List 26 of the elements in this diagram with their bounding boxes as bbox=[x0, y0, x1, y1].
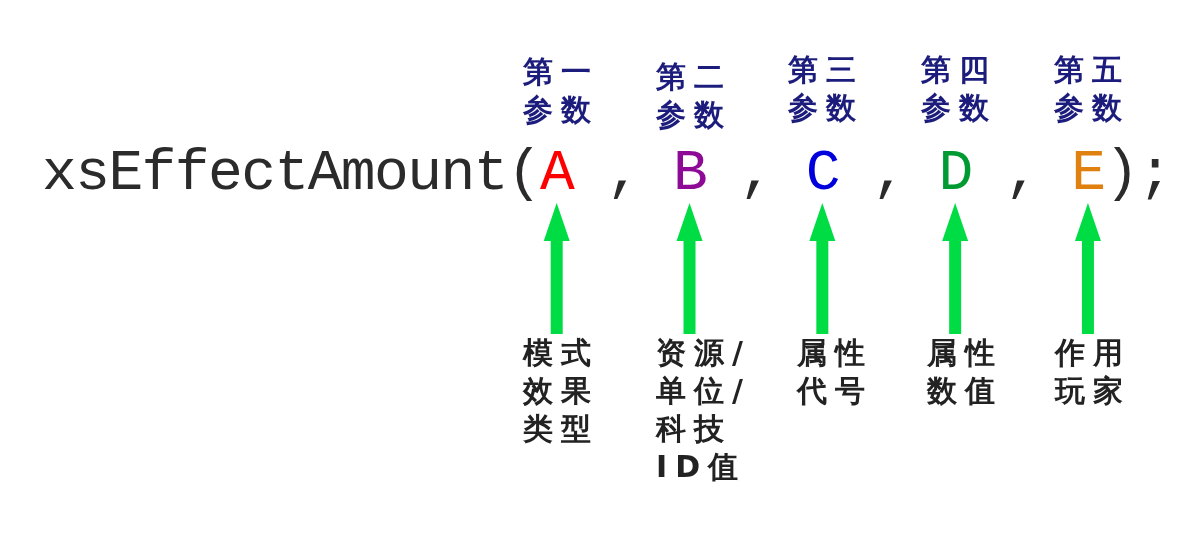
parameter-letter: C bbox=[805, 145, 839, 203]
closing-paren-text: ); bbox=[1104, 145, 1171, 203]
arrow bbox=[1074, 203, 1101, 334]
parameter-description: 模式效果类型 bbox=[523, 334, 600, 448]
parameter-description: 属性数值 bbox=[927, 334, 1004, 410]
arrow bbox=[543, 203, 570, 334]
parameter-heading: 第一参数 bbox=[522, 53, 600, 129]
arrow bbox=[676, 203, 703, 334]
parameter-heading: 第四参数 bbox=[921, 51, 999, 127]
parameter-letter: A bbox=[540, 145, 574, 203]
parameter-letter: D bbox=[938, 145, 972, 203]
arrow bbox=[809, 203, 836, 334]
parameter-heading: 第三参数 bbox=[788, 51, 866, 127]
parameter-heading: 第二参数 bbox=[655, 58, 733, 134]
comma-separator: , bbox=[872, 145, 906, 203]
comma-separator: , bbox=[1004, 145, 1039, 203]
parameter-letter: B bbox=[672, 145, 707, 203]
parameter-letter: E bbox=[1071, 145, 1105, 203]
arrow bbox=[942, 203, 969, 334]
comma-separator: , bbox=[606, 145, 640, 203]
parameter-heading: 第五参数 bbox=[1053, 51, 1131, 127]
comma-separator: , bbox=[739, 145, 773, 203]
function-name-text: xsEffectAmount( bbox=[42, 145, 541, 203]
parameter-description: 作用玩家 bbox=[1055, 334, 1132, 410]
parameter-description: 属性代号 bbox=[797, 334, 874, 410]
parameter-description: 资源/单位/科技ID值 bbox=[656, 334, 756, 486]
